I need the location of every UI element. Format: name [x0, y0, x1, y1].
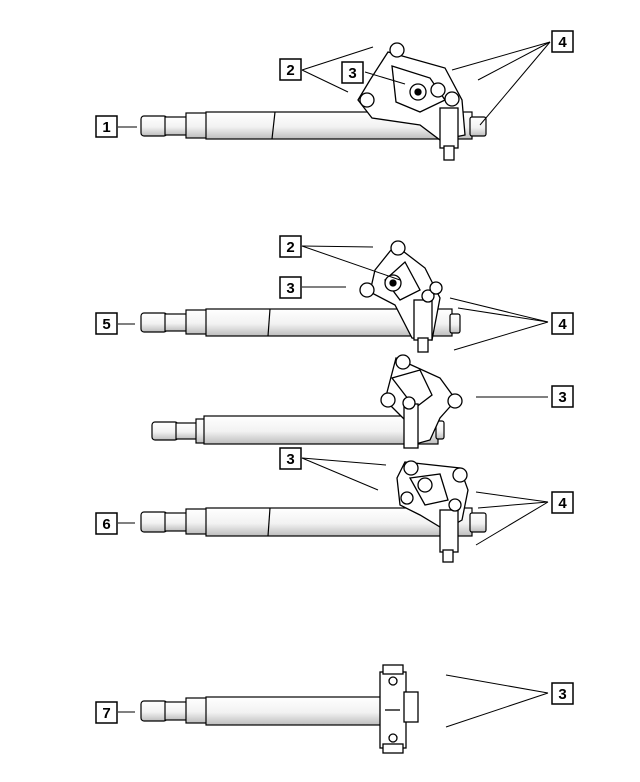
callout-label: 1	[102, 119, 110, 136]
callout-6: 6	[95, 512, 118, 535]
callout-label: 5	[102, 316, 110, 333]
bolt	[389, 42, 405, 58]
axle-shaft-assembly-3	[151, 415, 445, 445]
bracket-arm	[439, 107, 459, 149]
leader-lines-1	[118, 41, 551, 128]
callout-label: 6	[102, 516, 110, 533]
flange-bearing-5	[379, 664, 419, 754]
leader-lines-5	[118, 674, 549, 728]
mounting-bracket-2	[359, 240, 443, 353]
callout-4: 4	[551, 312, 574, 335]
callout-label: 3	[558, 389, 566, 406]
callout-label: 2	[286, 239, 294, 256]
shaft-collar	[185, 112, 209, 139]
callout-3: 3	[279, 276, 302, 299]
callout-4: 4	[551, 30, 574, 53]
callout-1: 1	[95, 115, 118, 138]
callout-2: 2	[279, 235, 302, 258]
callout-label: 3	[286, 280, 294, 297]
leader-lines-2	[118, 245, 549, 351]
callout-4: 4	[551, 491, 574, 514]
bolt	[444, 91, 460, 107]
callout-label: 3	[558, 686, 566, 703]
shaft-spline	[164, 116, 188, 136]
callout-7: 7	[95, 701, 118, 724]
mounting-bracket-3	[380, 354, 463, 449]
callout-3: 3	[551, 385, 574, 408]
mounting-bracket-4	[396, 460, 469, 563]
axle-shaft-assembly-5	[140, 696, 385, 726]
callout-label: 3	[286, 451, 294, 468]
callout-3: 3	[341, 61, 364, 84]
shaft-end-stub	[140, 115, 168, 137]
bolt	[430, 82, 446, 98]
callout-3: 3	[279, 447, 302, 470]
shaft-outboard-end	[469, 116, 487, 137]
leader-lines-4	[118, 457, 549, 546]
callout-label: 3	[348, 65, 356, 82]
callout-label: 2	[286, 62, 294, 79]
bolt	[359, 92, 375, 108]
callout-2: 2	[279, 58, 302, 81]
callout-label: 4	[558, 495, 567, 512]
mounting-bracket-1	[357, 42, 466, 161]
callout-label: 4	[558, 316, 567, 333]
callout-3: 3	[551, 682, 574, 705]
callout-label: 4	[558, 34, 567, 51]
callout-5: 5	[95, 312, 118, 335]
callout-label: 7	[102, 705, 110, 722]
